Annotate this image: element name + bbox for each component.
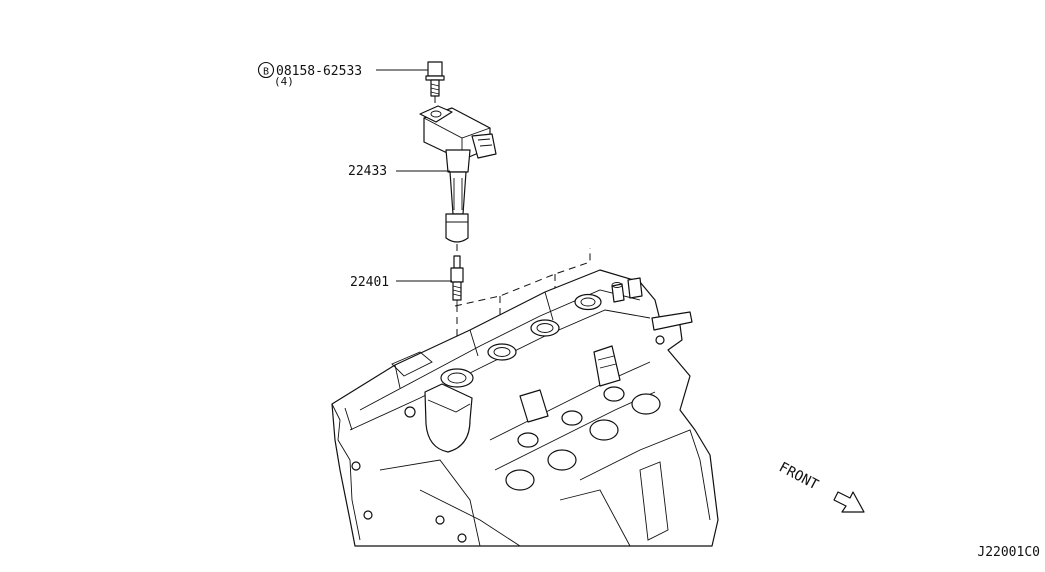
engine-cylinder-head bbox=[331, 248, 719, 547]
front-label: FRONT bbox=[776, 459, 821, 493]
bolt[interactable] bbox=[425, 61, 445, 97]
spark-plug[interactable] bbox=[450, 255, 464, 305]
ignition-coil[interactable] bbox=[419, 105, 497, 243]
bolt-part-number: 08158-62533 bbox=[276, 64, 362, 79]
bolt-callout[interactable]: B 08158-62533 (4) bbox=[257, 61, 429, 89]
front-arrow-icon bbox=[833, 491, 865, 513]
bolt-quantity: (4) bbox=[274, 75, 294, 88]
spark-plug-callout[interactable]: 22401 bbox=[350, 275, 452, 290]
ignition-coil-callout[interactable]: 22433 bbox=[348, 164, 450, 179]
bolt-marker-circle bbox=[257, 61, 275, 79]
bolt-marker-letter: B bbox=[263, 67, 269, 78]
ignition-coil-part-number: 22433 bbox=[348, 164, 387, 179]
spark-plug-part-number: 22401 bbox=[350, 275, 389, 290]
diagram-code: J22001C0 bbox=[977, 545, 1040, 560]
front-direction-indicator: FRONT bbox=[776, 459, 865, 513]
